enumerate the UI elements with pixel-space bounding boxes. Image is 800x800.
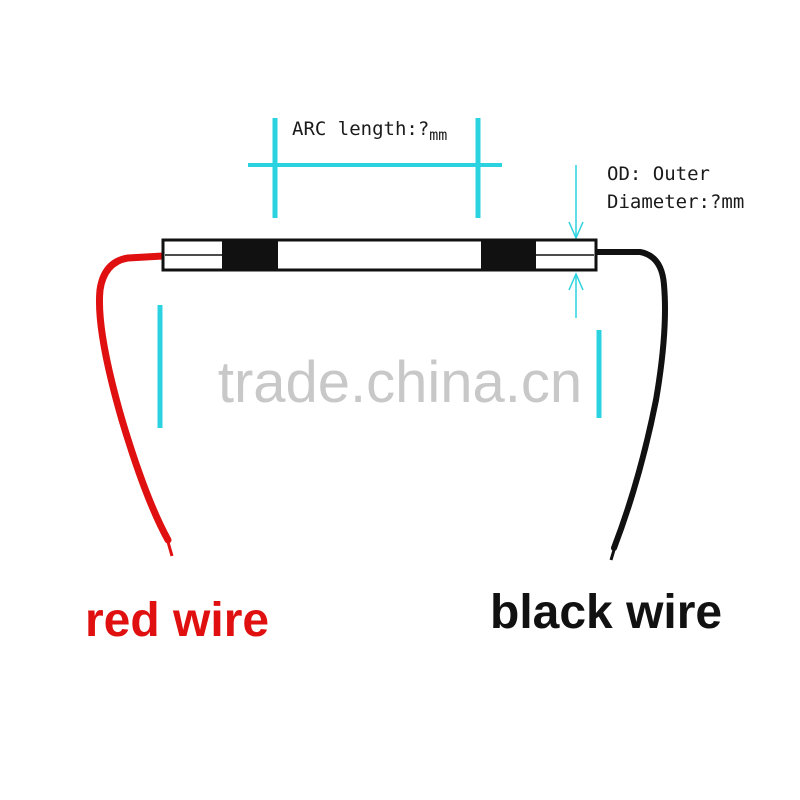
red-wire-tip (166, 541, 174, 557)
od-label-line1: OD: Outer (607, 163, 710, 185)
arc-length-label: ARC length:?mm (292, 118, 447, 144)
od-top-arrowhead (568, 221, 584, 240)
red-wire (96, 252, 172, 544)
arc-length-text: ARC length:? (292, 118, 429, 140)
lamp-tube (161, 238, 598, 272)
arc-length-unit: mm (429, 126, 447, 144)
red-wire-label: red wire (85, 594, 269, 647)
black-wire-label: black wire (490, 586, 722, 639)
watermark: trade.china.cn (218, 350, 582, 415)
black-wire-tip (609, 549, 616, 561)
od-bottom-arrowhead (568, 272, 584, 291)
od-label-line2: Diameter:?mm (607, 191, 744, 213)
left-electrode-band (222, 240, 278, 270)
outer-diameter-dimension: OD: Outer Diameter:?mm (568, 163, 744, 318)
black-wire (593, 249, 668, 551)
right-electrode-band (481, 240, 536, 270)
arc-length-dimension: ARC length:?mm (248, 118, 502, 218)
